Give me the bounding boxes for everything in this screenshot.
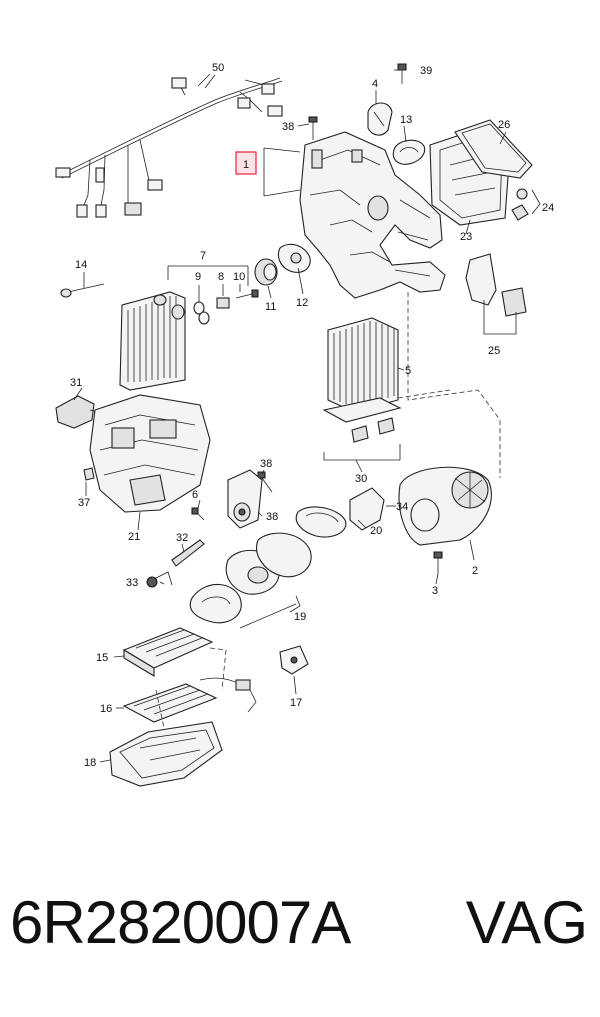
callout: 6 bbox=[192, 489, 198, 501]
callout-labels: 50 39 4 38 13 26 1 24 23 14 7 9 8 10 11 … bbox=[70, 62, 554, 769]
screw-3 bbox=[433, 551, 443, 574]
callout: 7 bbox=[200, 250, 206, 262]
wiring-harness bbox=[55, 74, 283, 218]
clips-24 bbox=[511, 188, 529, 221]
callout: 14 bbox=[75, 259, 87, 271]
heater-core-15 bbox=[122, 627, 214, 677]
duct-20 bbox=[349, 487, 385, 531]
callout: 21 bbox=[128, 531, 140, 543]
callout: 32 bbox=[176, 532, 188, 544]
screw-mid-a bbox=[257, 471, 273, 493]
seal-rings-9 bbox=[193, 301, 210, 325]
callout: 19 bbox=[294, 611, 306, 623]
flap-4 bbox=[367, 102, 393, 136]
callout: 11 bbox=[265, 301, 276, 313]
callout: 12 bbox=[296, 297, 308, 309]
callout: 38 bbox=[260, 458, 272, 470]
callout: 4 bbox=[372, 78, 378, 90]
grommet-11 bbox=[254, 258, 278, 286]
screw bbox=[308, 116, 318, 140]
callout: 38 bbox=[266, 511, 278, 523]
part-number: 6R2820007A bbox=[10, 889, 351, 956]
exploded-parts-diagram: 50 39 4 38 13 26 1 24 23 14 7 9 8 10 11 … bbox=[55, 62, 554, 787]
callout: 16 bbox=[100, 703, 112, 715]
callout: 34 bbox=[396, 501, 408, 513]
gasket-12 bbox=[277, 243, 311, 273]
seals-19 bbox=[189, 532, 312, 624]
heater-element-16 bbox=[122, 677, 257, 723]
callout: 31 bbox=[70, 377, 82, 389]
filter-5 bbox=[327, 317, 399, 413]
screw-10 bbox=[235, 289, 259, 299]
clip-37 bbox=[83, 467, 95, 481]
callout: 50 bbox=[212, 62, 224, 74]
frame-26 bbox=[454, 119, 533, 179]
sensor-14 bbox=[60, 283, 105, 298]
callout: 8 bbox=[218, 271, 224, 283]
callout: 2 bbox=[472, 565, 478, 577]
callout: 13 bbox=[400, 114, 412, 126]
heat-exchanger-7 bbox=[119, 291, 186, 391]
callout: 38 bbox=[282, 121, 294, 133]
sensor-bracket-25 bbox=[465, 253, 527, 317]
leader-lines bbox=[73, 69, 541, 763]
callout: 3 bbox=[432, 585, 438, 597]
dashed-guides bbox=[155, 292, 501, 729]
cable-33 bbox=[146, 571, 173, 588]
bracket-17 bbox=[279, 645, 309, 675]
callout: 39 bbox=[420, 65, 432, 77]
blower-motor-2 bbox=[398, 466, 492, 546]
callout: 1 bbox=[243, 159, 249, 171]
clip-8 bbox=[216, 297, 230, 309]
frame-parts-6 bbox=[322, 397, 402, 443]
callout: 5 bbox=[405, 365, 411, 377]
highlight-box bbox=[235, 151, 257, 175]
screw-top bbox=[397, 63, 407, 84]
actuator-34 bbox=[227, 469, 263, 529]
callout: 20 bbox=[370, 525, 382, 537]
callout: 37 bbox=[78, 497, 90, 509]
callout: 23 bbox=[460, 231, 472, 243]
air-distribution-housing bbox=[299, 131, 446, 299]
lower-housing-18 bbox=[109, 721, 223, 787]
callout: 10 bbox=[233, 271, 245, 283]
callout: 24 bbox=[542, 202, 554, 214]
screw-mid-b bbox=[191, 507, 205, 521]
callout: 25 bbox=[488, 345, 500, 357]
air-box-30 bbox=[89, 394, 211, 513]
brand-label: VAG bbox=[465, 889, 588, 956]
callout: 15 bbox=[96, 652, 108, 664]
callout: 26 bbox=[498, 119, 510, 131]
seal-21 bbox=[295, 506, 347, 538]
callout: 9 bbox=[195, 271, 201, 283]
strip-32 bbox=[171, 539, 205, 567]
callout: 30 bbox=[355, 473, 367, 485]
callout: 17 bbox=[290, 697, 302, 709]
callout: 18 bbox=[84, 757, 96, 769]
seal-13 bbox=[392, 139, 426, 165]
callout: 33 bbox=[126, 577, 138, 589]
